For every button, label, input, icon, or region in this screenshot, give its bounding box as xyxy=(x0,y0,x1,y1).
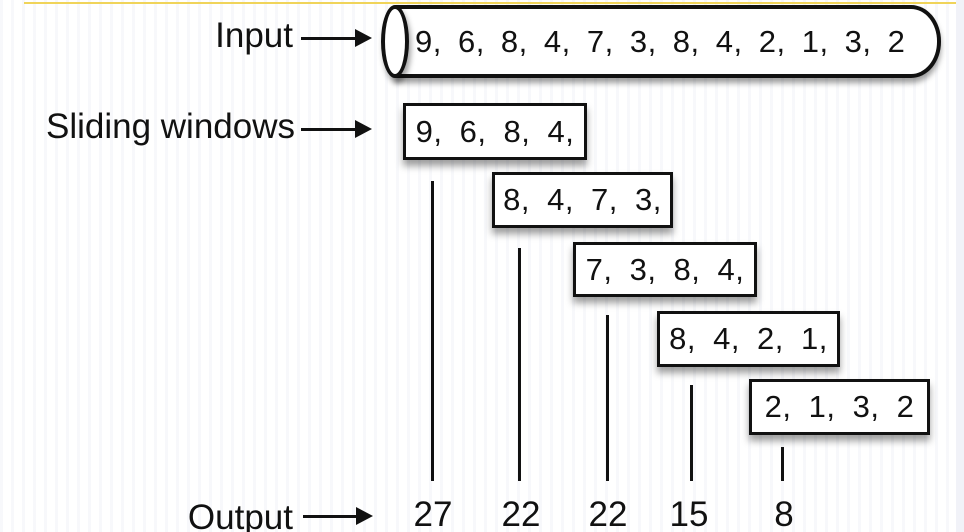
output-value-2: 22 xyxy=(501,495,541,532)
output-value-3: 22 xyxy=(588,495,628,532)
right-edge-strip xyxy=(956,0,964,532)
input-stream-cylinder-cap xyxy=(381,5,409,78)
window-box-5: 2, 1, 3, 2 xyxy=(749,379,930,435)
connector-line-4 xyxy=(690,385,693,481)
top-accent-line xyxy=(24,2,956,4)
sliding-windows-arrow xyxy=(301,120,372,138)
input-stream-cylinder xyxy=(395,5,941,78)
output-value-5: 8 xyxy=(774,495,794,532)
connector-line-2 xyxy=(518,248,521,481)
output-value-1: 27 xyxy=(413,495,453,532)
window-box-3: 7, 3, 8, 4, xyxy=(573,242,757,297)
output-arrow xyxy=(303,507,373,525)
sliding-windows-label: Sliding windows xyxy=(45,107,295,146)
connector-line-1 xyxy=(431,181,434,481)
input-label: Input xyxy=(215,16,293,55)
window-box-4: 8, 4, 2, 1, xyxy=(657,311,840,367)
output-value-4: 15 xyxy=(669,495,709,532)
input-stream-values: 9, 6, 8, 4, 7, 3, 8, 4, 2, 1, 3, 2 xyxy=(415,23,906,59)
connector-line-3 xyxy=(606,315,609,481)
input-arrow xyxy=(301,29,372,47)
output-label: Output xyxy=(187,498,293,532)
connector-line-5 xyxy=(781,447,784,481)
window-box-2: 8, 4, 7, 3, xyxy=(492,172,673,228)
window-box-1: 9, 6, 8, 4, xyxy=(403,103,587,160)
